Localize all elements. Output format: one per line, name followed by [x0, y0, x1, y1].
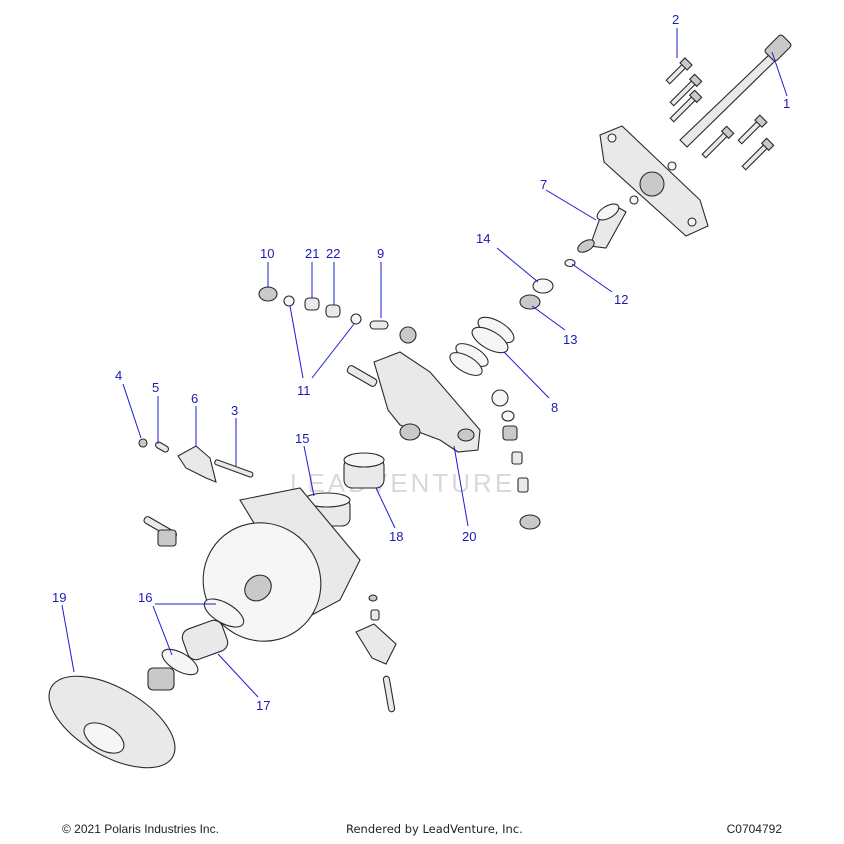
- callout-17[interactable]: 17: [256, 698, 270, 713]
- roller[interactable]: [399, 326, 417, 344]
- callout-12[interactable]: 12: [614, 292, 628, 307]
- callout-15[interactable]: 15: [295, 431, 309, 446]
- part-2-bolts[interactable]: [664, 57, 775, 172]
- callout-19[interactable]: 19: [52, 590, 66, 605]
- part-7-sleeve[interactable]: [576, 201, 627, 255]
- part-5-pin[interactable]: [154, 441, 170, 453]
- copyright-text: © 2021 Polaris Industries Inc.: [62, 822, 219, 836]
- part-10-cap[interactable]: [258, 286, 278, 302]
- callout-16[interactable]: 16: [138, 590, 152, 605]
- callout-9[interactable]: 9: [377, 246, 384, 261]
- part-19-fixed-sheave[interactable]: [34, 658, 189, 787]
- callout-3[interactable]: 3: [231, 403, 238, 418]
- part-11-o-ring[interactable]: [350, 313, 362, 325]
- callout-1[interactable]: 1: [783, 96, 790, 111]
- callout-5[interactable]: 5: [152, 380, 159, 395]
- part-18-bushing[interactable]: [343, 452, 385, 489]
- callout-6[interactable]: 6: [191, 391, 198, 406]
- part-3-long-pin[interactable]: [214, 459, 254, 478]
- part-6-weight[interactable]: [177, 445, 217, 483]
- weight-arm-right[interactable]: [355, 594, 397, 713]
- callout-2[interactable]: 2: [672, 12, 679, 27]
- part-14-washer[interactable]: [532, 278, 554, 294]
- part-11-o-ring[interactable]: [283, 295, 295, 307]
- part-21-bushing[interactable]: [304, 297, 320, 311]
- callout-11[interactable]: 11: [297, 383, 311, 398]
- callout-22[interactable]: 22: [326, 246, 340, 261]
- callout-7[interactable]: 7: [540, 177, 547, 192]
- callout-10[interactable]: 10: [260, 246, 274, 261]
- callout-20[interactable]: 20: [462, 529, 476, 544]
- part-8-springs[interactable]: [446, 312, 517, 380]
- leader-lines: [61, 28, 788, 698]
- part-22-bushing[interactable]: [325, 304, 341, 318]
- part-13-washer[interactable]: [519, 294, 541, 310]
- drawing-code: C0704792: [726, 822, 782, 836]
- small-parts-stack[interactable]: [491, 389, 541, 530]
- shaft-piece[interactable]: [143, 516, 178, 547]
- part-9-pin[interactable]: [369, 320, 389, 330]
- part-1-long-bolt[interactable]: [679, 34, 792, 148]
- part-20-roller-arm[interactable]: [373, 351, 481, 453]
- callouts: 1 2 7 14 12 13 8 10 21 22 9 11 4 5 6 3 1…: [52, 12, 790, 713]
- spider-cover-plate[interactable]: [599, 125, 709, 237]
- callout-14[interactable]: 14: [476, 231, 490, 246]
- callout-13[interactable]: 13: [563, 332, 577, 347]
- part-17-bushing[interactable]: [180, 618, 230, 662]
- callout-4[interactable]: 4: [115, 368, 122, 383]
- callout-18[interactable]: 18: [389, 529, 403, 544]
- roller-axle[interactable]: [346, 365, 378, 388]
- rendered-by-text: Rendered by LeadVenture, Inc.: [346, 822, 523, 836]
- part-16-seal[interactable]: [158, 644, 202, 680]
- callout-21[interactable]: 21: [305, 246, 319, 261]
- callout-8[interactable]: 8: [551, 400, 558, 415]
- part-4-nut[interactable]: [138, 438, 148, 448]
